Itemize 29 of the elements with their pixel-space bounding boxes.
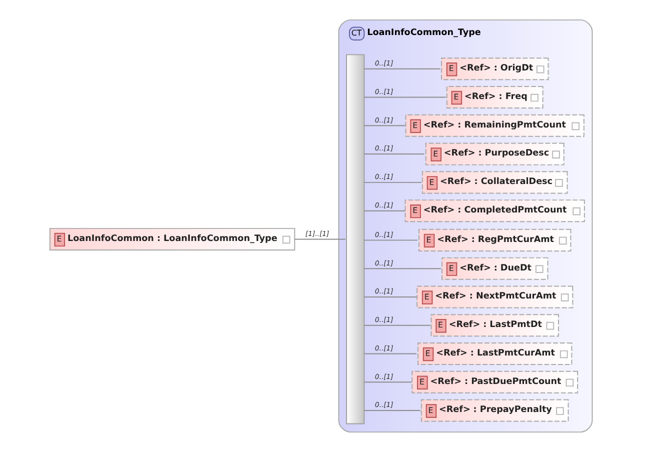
node-box: E <Ref> : OrigDt	[440, 58, 548, 80]
node-box: E LoanInfoCommon : LoanInfoCommon_Type	[48, 228, 295, 250]
node-box: E <Ref> : PrepayPenalty	[420, 399, 568, 422]
connector	[363, 324, 430, 326]
node-box: E <Ref> : PurposeDesc	[424, 142, 564, 166]
connector	[294, 238, 346, 240]
connector	[363, 410, 420, 412]
connector	[363, 154, 424, 155]
node-box: E <Ref> : RemainingPmtCount	[404, 114, 584, 137]
connector	[363, 353, 417, 354]
connector	[363, 182, 422, 183]
node-box: E <Ref> : DueDt	[441, 257, 548, 280]
node-box: E <Ref> : CollateralDesc	[421, 171, 568, 194]
node-box: E <Ref> : Freq	[446, 86, 543, 109]
connector	[363, 96, 446, 98]
connector	[363, 382, 412, 383]
node-box: E <Ref> : LastPmtDt	[430, 314, 558, 337]
node-box: E <Ref> : LastPmtCurAmt	[417, 342, 572, 365]
node-box: E <Ref> : NextPmtCurAmt	[416, 286, 573, 308]
node-bar	[346, 54, 364, 424]
connector	[363, 68, 440, 70]
connector	[363, 240, 418, 241]
connector	[363, 296, 417, 298]
node-box: E <Ref> : CompletedPmtCount	[404, 200, 584, 222]
connector	[363, 210, 406, 212]
connector	[363, 268, 441, 270]
node-box: E <Ref> : PastDuePmtCount	[411, 370, 578, 394]
connector	[363, 125, 406, 126]
node-box: E <Ref> : RegPmtCurAmt	[418, 228, 571, 252]
